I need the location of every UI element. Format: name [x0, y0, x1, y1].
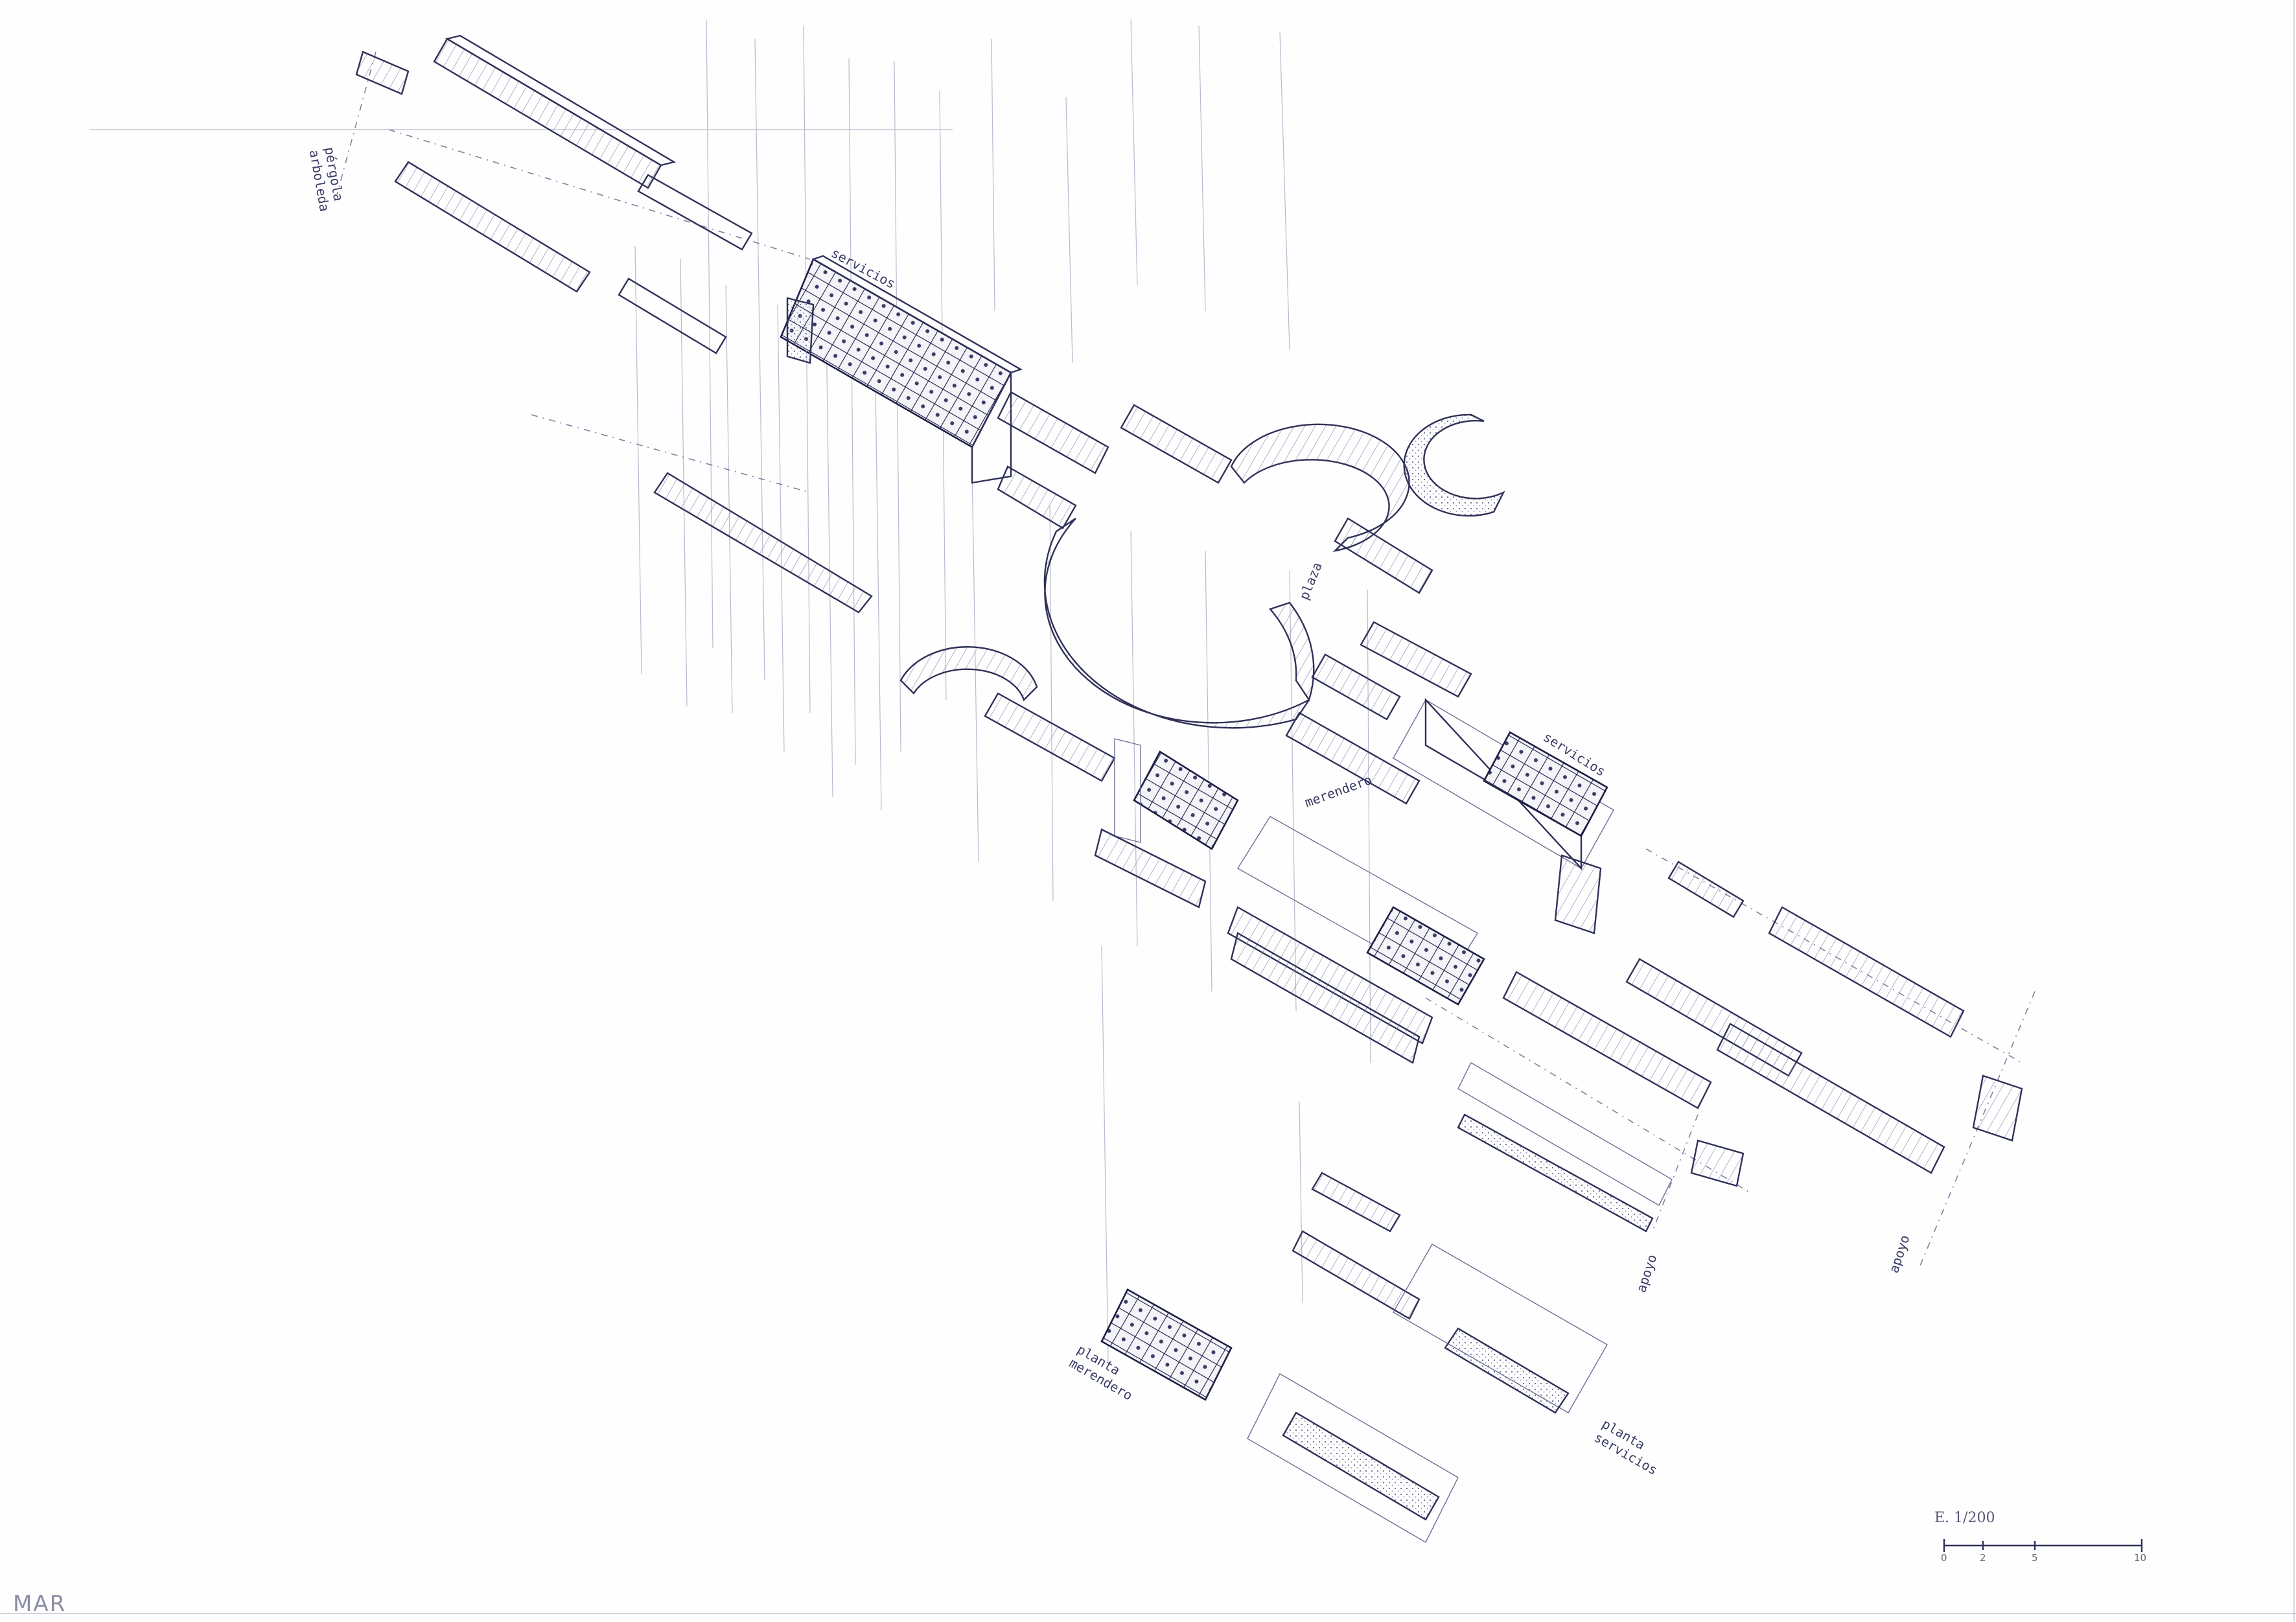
axis-lines: [336, 51, 2035, 1271]
servicios-top-block: [780, 255, 1023, 484]
pergola-north-wall: [355, 34, 753, 354]
merendero-small-block: [1094, 738, 1239, 909]
scale-tick-0: 0: [1941, 1552, 1947, 1564]
merendero-large-block: [1227, 816, 1485, 1064]
scale-tick-5: 5: [2032, 1552, 2038, 1564]
plaza-east-walls: [984, 621, 1472, 805]
scale-bar: [1943, 1539, 2143, 1552]
apoyo-elements: [1457, 861, 2023, 1233]
scale-label: E. 1/200: [1934, 1510, 1995, 1526]
scale-tick-10: 10: [2134, 1552, 2147, 1564]
planta-blocks: [1100, 1172, 1608, 1543]
tree-lines: [634, 19, 1371, 1361]
servicios-right-block: [1393, 697, 1614, 934]
plaza-ring: [899, 413, 1505, 729]
author-signature: MAR: [13, 1591, 67, 1617]
scale-tick-2: 2: [1980, 1552, 1986, 1564]
